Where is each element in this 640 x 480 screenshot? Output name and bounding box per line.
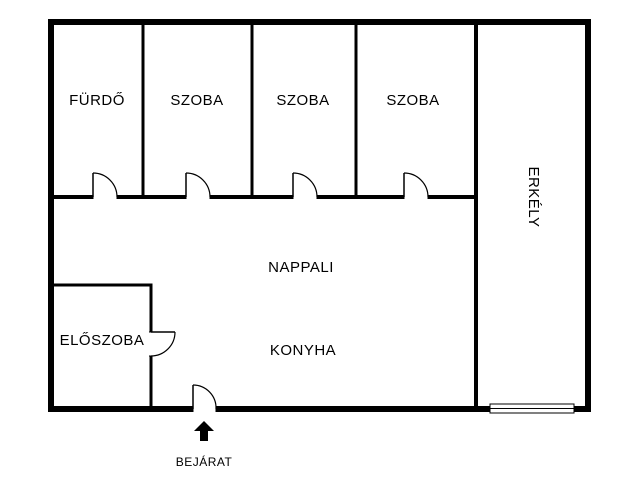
entrance-arrow-icon xyxy=(194,421,214,441)
door-szoba-1 xyxy=(185,172,211,198)
room-label-szoba-1: SZOBA xyxy=(170,92,223,109)
door-entrance xyxy=(192,384,217,410)
room-label-szoba-2: SZOBA xyxy=(276,92,329,109)
room-label-szoba-3: SZOBA xyxy=(386,92,439,109)
room-label-furdo: FÜRDŐ xyxy=(69,91,125,109)
room-label-nappali: NAPPALI xyxy=(268,259,334,276)
room-label-eloszoba: ELŐSZOBA xyxy=(60,332,145,349)
room-label-erkely: ERKÉLY xyxy=(525,166,542,227)
entrance-label: BEJÁRAT xyxy=(176,454,233,469)
door-eloszoba xyxy=(150,331,176,357)
balcony-window xyxy=(489,403,575,414)
door-szoba-2 xyxy=(292,172,318,198)
door-furdo xyxy=(92,172,118,198)
door-szoba-3 xyxy=(403,172,429,198)
room-label-konyha: KONYHA xyxy=(270,342,336,359)
outer-wall xyxy=(48,19,591,412)
